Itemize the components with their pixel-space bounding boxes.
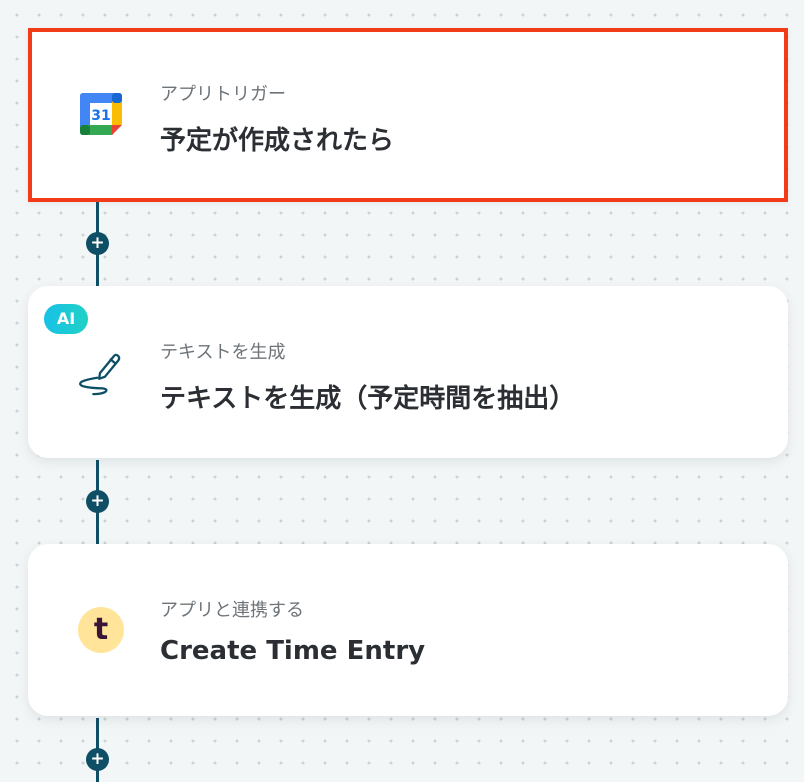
step-title: 予定が作成されたら (160, 126, 395, 156)
step-subtitle: アプリと連携する (160, 600, 304, 621)
ai-badge: AI (44, 304, 88, 334)
trigger-step-card[interactable]: 31 アプリトリガー 予定が作成されたら (28, 28, 788, 202)
add-step-button[interactable]: + (86, 490, 109, 513)
toggl-logo-letter: t (78, 607, 124, 653)
google-calendar-icon: 31 (76, 89, 126, 139)
pen-icon (76, 347, 126, 397)
calendar-day-number: 31 (91, 108, 110, 124)
step-title: テキストを生成（予定時間を抽出） (160, 384, 576, 414)
step-title: Create Time Entry (160, 636, 426, 666)
add-step-button[interactable]: + (86, 232, 109, 255)
app-action-step-card[interactable]: t アプリと連携する Create Time Entry (28, 544, 788, 716)
step-subtitle: アプリトリガー (160, 84, 286, 105)
toggl-icon: t (76, 605, 126, 655)
step-subtitle: テキストを生成 (160, 342, 286, 363)
ai-text-step-card[interactable]: AI テキストを生成 テキストを生成（予定時間を抽出） (28, 286, 788, 458)
add-step-button[interactable]: + (86, 748, 109, 771)
